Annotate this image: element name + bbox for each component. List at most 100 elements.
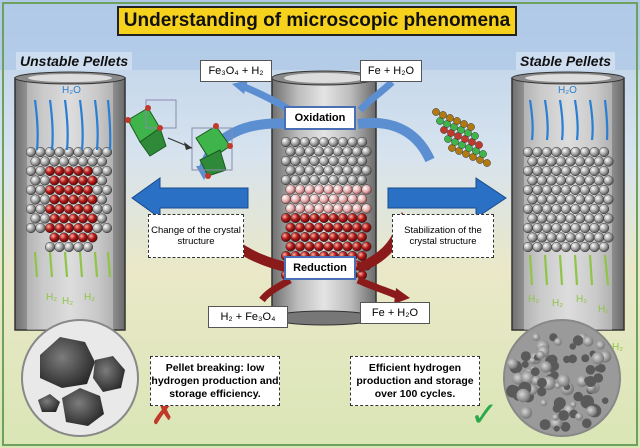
center-particle <box>351 203 363 214</box>
left-particle <box>82 222 94 234</box>
center-particle <box>328 136 339 148</box>
left-particle <box>92 222 103 234</box>
right-particle <box>546 213 557 224</box>
right-particle <box>532 165 543 177</box>
right-h2-label-1: H₂ <box>528 294 539 305</box>
right-particle <box>527 156 538 167</box>
right-particle <box>532 146 543 158</box>
right-particle <box>593 175 605 186</box>
pellet-grain <box>595 340 605 350</box>
center-particle <box>351 184 363 195</box>
crystal-atom <box>475 141 483 149</box>
right-particle <box>536 156 548 167</box>
right-particle <box>546 194 557 205</box>
pellet-grain <box>585 365 596 375</box>
right-particle <box>584 194 595 205</box>
left-particle <box>87 232 98 243</box>
right-particle <box>555 213 567 224</box>
right-particle <box>589 203 600 215</box>
pellet-grain <box>520 371 534 384</box>
left-particle <box>82 203 94 215</box>
right-h2o-label: H₂O <box>558 85 577 96</box>
pellet-grain <box>591 352 605 365</box>
right-particle <box>532 241 543 253</box>
left-particle <box>49 213 60 224</box>
right-particle <box>551 203 562 215</box>
right-particle <box>589 241 600 253</box>
left-particle <box>30 213 41 224</box>
right-particle <box>565 194 576 205</box>
left-particle <box>58 232 70 243</box>
right-particle <box>565 156 576 167</box>
right-particle <box>536 213 548 224</box>
left-blue-arrow <box>131 177 249 219</box>
left-particle <box>92 184 103 196</box>
left-particle <box>30 194 41 205</box>
crystal-atom <box>439 111 447 119</box>
left-particle <box>87 156 98 167</box>
left-particle <box>63 165 75 177</box>
center-particle <box>309 212 320 224</box>
center-particle <box>337 231 349 243</box>
center-particle <box>313 222 325 233</box>
right-particle <box>570 203 581 215</box>
center-particle <box>332 146 344 157</box>
right-particle <box>527 213 538 224</box>
right-particle <box>541 203 553 215</box>
center-particle <box>361 203 372 214</box>
center-particle <box>299 231 311 243</box>
right-particle <box>555 175 567 186</box>
crystal-structure-left <box>125 99 233 179</box>
pellet-grain <box>570 401 577 408</box>
center-particle <box>342 146 353 157</box>
center-particle <box>294 241 306 252</box>
stable-pellet-photo <box>503 319 621 437</box>
center-particle <box>328 231 339 243</box>
left-particle <box>101 203 113 215</box>
left-particle <box>82 241 94 253</box>
center-particle <box>285 146 296 157</box>
left-particle <box>58 194 70 205</box>
center-particle <box>347 231 358 243</box>
left-particle <box>77 213 89 224</box>
left-particle <box>44 222 56 234</box>
right-particle <box>574 213 586 224</box>
left-particle <box>35 203 46 215</box>
crystal-atom <box>453 117 461 125</box>
left-particle <box>44 241 56 253</box>
left-particle <box>73 222 84 234</box>
right-particle <box>555 232 567 243</box>
center-particle <box>323 184 334 195</box>
pellet-grain <box>573 391 583 402</box>
right-particle <box>570 146 581 158</box>
right-particle <box>536 175 548 186</box>
left-particle <box>25 222 37 234</box>
center-particle <box>280 174 292 186</box>
right-h2-label-2: H₂ <box>552 298 563 309</box>
left-h2o-label: H₂O <box>62 85 81 96</box>
center-particle <box>299 174 311 186</box>
center-particle <box>309 193 320 205</box>
pellet-grain <box>601 397 609 405</box>
left-particle <box>73 241 84 253</box>
right-particle <box>527 194 538 205</box>
right-particle <box>565 213 576 224</box>
left-particle <box>44 203 56 215</box>
center-particle <box>351 165 363 176</box>
right-particle <box>579 146 591 158</box>
pellet-grain <box>553 425 560 432</box>
center-particle <box>337 193 349 205</box>
center-particle <box>290 136 301 148</box>
right-particle <box>541 146 553 158</box>
center-particle <box>337 155 349 167</box>
right-particle <box>565 232 576 243</box>
left-particle <box>92 203 103 215</box>
pellet-grain <box>540 399 547 407</box>
center-particle <box>285 184 296 195</box>
left-h2-label-2: H₂ <box>62 296 73 307</box>
center-particle <box>347 174 358 186</box>
center-particle <box>342 222 353 233</box>
center-particle <box>313 184 325 195</box>
right-particle <box>570 241 581 253</box>
right-particle <box>593 194 605 205</box>
